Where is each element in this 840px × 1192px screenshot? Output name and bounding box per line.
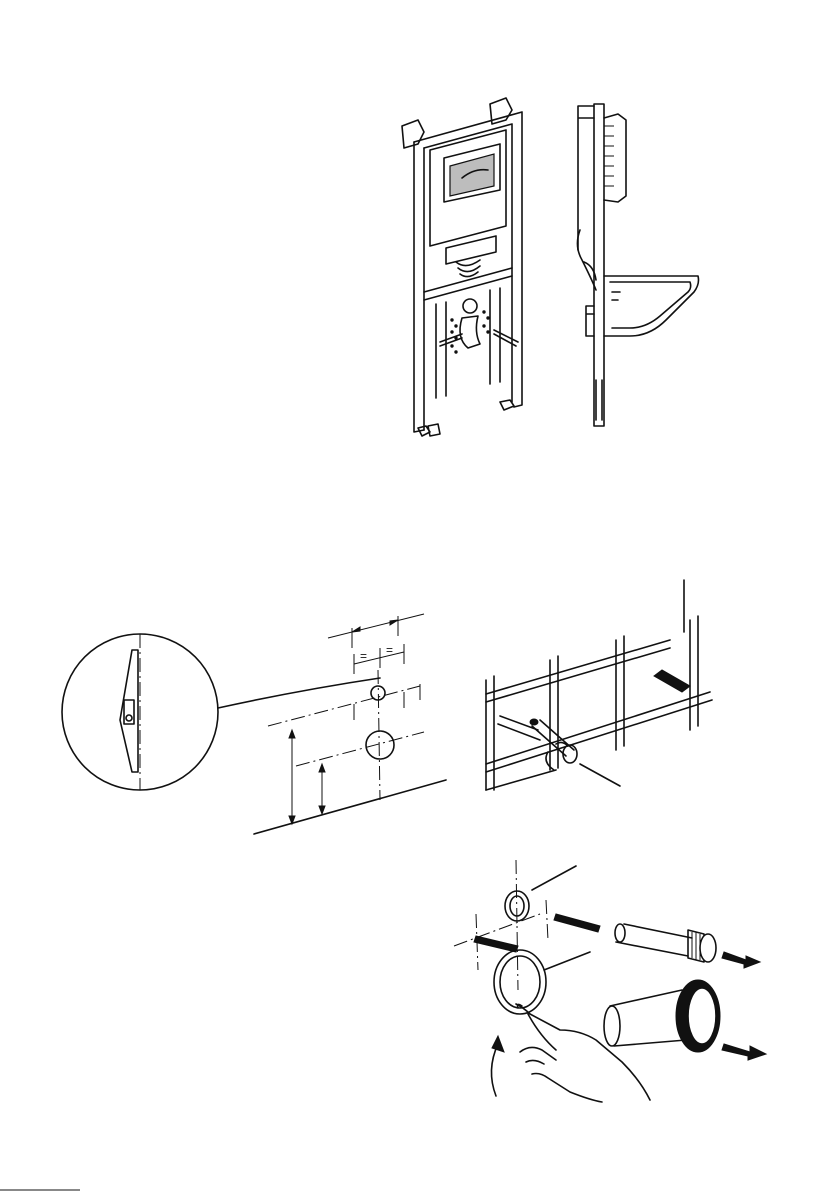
- inlet-pipe-end: [615, 924, 625, 942]
- wall-hung-bowl: [604, 276, 699, 336]
- frame-outline-left: [414, 142, 424, 432]
- tiled-wall-bolts: [486, 580, 712, 790]
- mounting-rails: [436, 288, 500, 398]
- hand-index-finger: [516, 1004, 650, 1100]
- right-foot: [500, 400, 514, 410]
- centre-line-vertical: [378, 670, 380, 800]
- outlet-pipe-end: [604, 1006, 620, 1046]
- outlet-pipe: [610, 990, 686, 1046]
- tile-grid: [486, 616, 712, 790]
- outlet-cover-leader: [544, 952, 590, 970]
- equal-symbol-left: =: [360, 649, 367, 663]
- inlet-cover-leader: [532, 866, 576, 890]
- left-bolt: [474, 936, 518, 952]
- inlet-push-arrow: [722, 952, 760, 968]
- drain-bend: [460, 316, 480, 348]
- pipe-connection-assembly: [454, 860, 766, 1102]
- bolt-position-marks: [354, 684, 420, 720]
- right-bolt: [654, 670, 690, 692]
- inlet-pipe-opening: [700, 934, 716, 962]
- button-grooves: [604, 126, 614, 186]
- flush-plate-window: [450, 154, 494, 196]
- assembly-centre-vertical: [516, 860, 518, 990]
- side-bracket: [586, 306, 594, 336]
- level-magnifier: [62, 634, 380, 790]
- side-foot-slot: [596, 380, 602, 420]
- width-dimension-line: [328, 614, 424, 638]
- centre-line-lower: [296, 732, 424, 766]
- right-mounting-bolt: [494, 330, 518, 346]
- middle-crossbar: [424, 268, 512, 300]
- rod-end: [563, 745, 577, 763]
- left-mounting-bolt: [440, 334, 462, 346]
- floor-line: [254, 780, 446, 834]
- top-left-bracket: [402, 120, 424, 148]
- frame-side-view: [577, 104, 698, 426]
- centre-line-upper: [268, 686, 420, 726]
- flush-button-profile: [604, 114, 626, 202]
- rotate-arrow: [491, 1044, 498, 1096]
- wall-marking-dimensions: = =: [254, 614, 446, 834]
- bowl-fixing: [612, 292, 620, 300]
- outlet-collar-opening: [688, 988, 716, 1044]
- bowl-inner-rim: [610, 282, 691, 328]
- level-bubble: [126, 715, 132, 721]
- side-cistern-body: [578, 106, 594, 250]
- inlet-nut-thread: [692, 932, 700, 960]
- outlet-hole-mark: [366, 731, 394, 759]
- frame-front-view: [402, 98, 522, 436]
- inlet-pipe: [616, 924, 692, 956]
- magnifier-leader: [218, 678, 380, 708]
- hand-fingers: [520, 1047, 602, 1102]
- assembly-centre-right: [546, 900, 548, 940]
- right-bolt-rod: [554, 914, 600, 932]
- outlet-cover-ring-inner: [500, 956, 540, 1008]
- spirit-level: [120, 650, 138, 772]
- bolt-leader: [580, 764, 620, 786]
- outlet-pipe: [456, 260, 480, 277]
- water-inlet: [463, 299, 477, 313]
- rod-tip: [530, 719, 538, 725]
- side-frame-post: [594, 104, 604, 426]
- equal-symbol-right: =: [386, 643, 393, 657]
- rotate-arrow-head: [492, 1036, 504, 1052]
- outlet-push-arrow: [722, 1044, 766, 1060]
